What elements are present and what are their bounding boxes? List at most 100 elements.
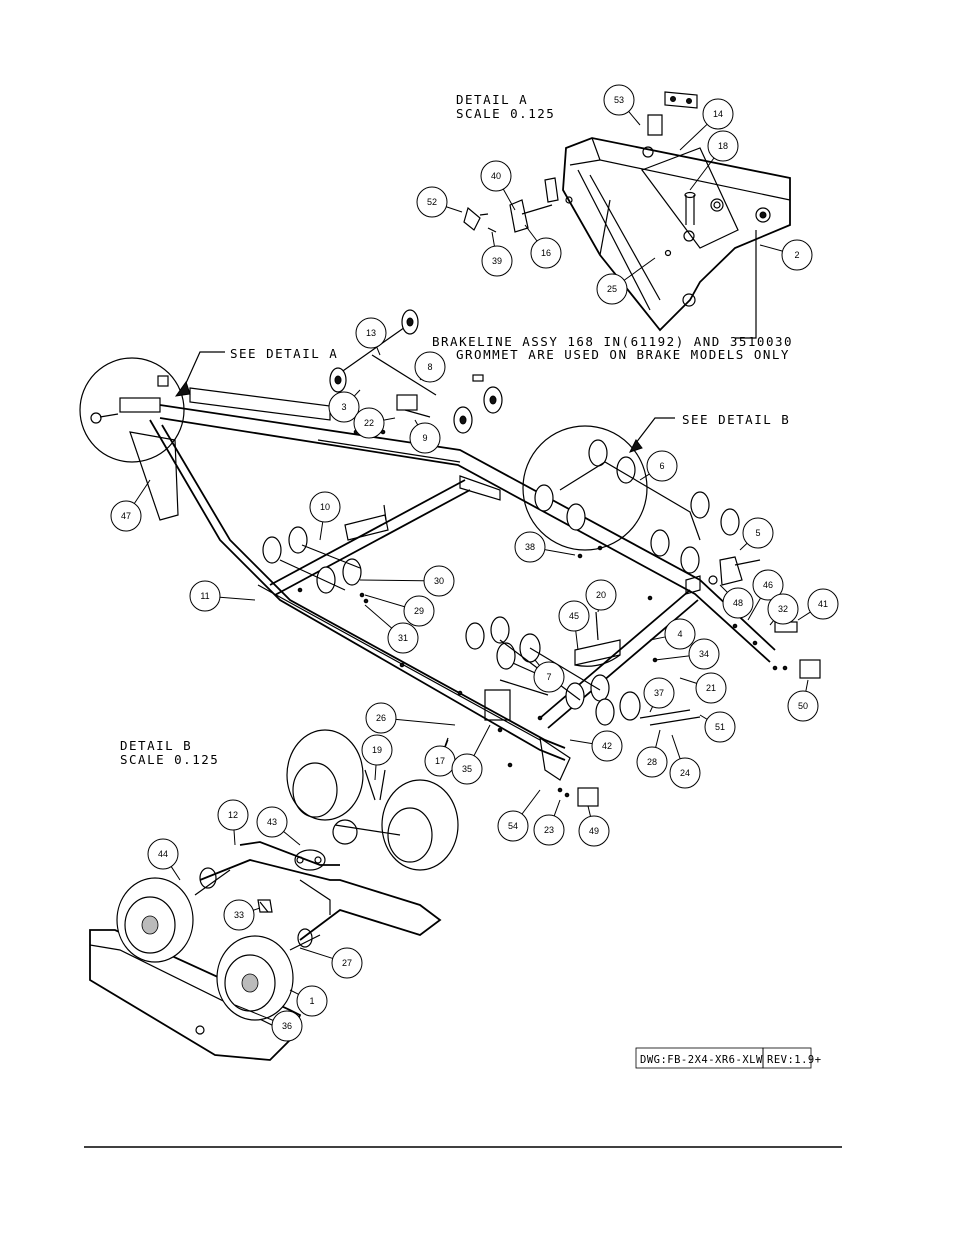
callout-10: 10 bbox=[309, 491, 341, 541]
callout-leader bbox=[283, 831, 301, 846]
callout-circle bbox=[403, 595, 435, 627]
callout-leader bbox=[639, 473, 650, 481]
callout-38: 38 bbox=[514, 531, 576, 563]
callout-leader bbox=[649, 706, 654, 713]
callout-circle bbox=[807, 588, 839, 620]
callout-circle bbox=[688, 638, 720, 670]
callout-number: 49 bbox=[589, 826, 599, 836]
callout-leader bbox=[414, 419, 419, 426]
callout-circle bbox=[147, 838, 179, 870]
callout-7: 7 bbox=[533, 659, 565, 693]
revision: REV:1.9+ bbox=[767, 1054, 822, 1066]
callout-number: 51 bbox=[715, 722, 725, 732]
callout-leader bbox=[364, 594, 405, 608]
callout-leader bbox=[219, 596, 256, 601]
trailer-frame-drawing: SEE DETAIL A bbox=[79, 309, 821, 807]
callout-leader bbox=[671, 734, 681, 759]
callout-number: 42 bbox=[602, 741, 612, 751]
callout-number: 1 bbox=[309, 996, 314, 1006]
detail-b-roller-drawing bbox=[89, 729, 459, 1061]
callout-leader bbox=[699, 714, 708, 720]
callout-circle bbox=[707, 130, 739, 162]
callout-circle bbox=[636, 746, 668, 778]
callout-18: 18 bbox=[689, 130, 739, 191]
callout-circle bbox=[497, 810, 529, 842]
callout-number: 35 bbox=[462, 764, 472, 774]
callout-number: 19 bbox=[372, 745, 382, 755]
callout-12: 12 bbox=[217, 799, 249, 846]
callout-leader bbox=[395, 718, 456, 726]
callout-16: 16 bbox=[524, 224, 562, 269]
callout-number: 43 bbox=[267, 817, 277, 827]
detail-a-scale: SCALE 0.125 bbox=[456, 106, 555, 121]
callout-circle bbox=[603, 84, 635, 116]
callout-number: 21 bbox=[706, 683, 716, 693]
callout-33: 33 bbox=[223, 899, 261, 931]
callout-leader bbox=[299, 947, 333, 959]
callout-number: 53 bbox=[614, 95, 624, 105]
callout-leader bbox=[719, 584, 728, 593]
callout-leader bbox=[446, 206, 463, 213]
callout-leader bbox=[759, 244, 783, 252]
callout-20: 20 bbox=[585, 579, 617, 613]
callout-leader bbox=[353, 389, 361, 397]
see-detail-a-label: SEE DETAIL A bbox=[230, 346, 338, 361]
callout-circle bbox=[189, 580, 221, 612]
callout-leader bbox=[769, 620, 774, 626]
callout-leader bbox=[739, 542, 748, 551]
detail-a-title: DETAIL A bbox=[456, 92, 528, 107]
callout-leader bbox=[376, 346, 381, 356]
callout-circle bbox=[767, 593, 799, 625]
callout-number: 16 bbox=[541, 248, 551, 258]
callout-32: 32 bbox=[767, 593, 799, 626]
callout-26: 26 bbox=[365, 702, 456, 734]
callout-number: 10 bbox=[320, 502, 330, 512]
callout-8: 8 bbox=[414, 351, 446, 383]
callout-51: 51 bbox=[699, 711, 736, 743]
callout-circle bbox=[781, 239, 813, 271]
callout-leader bbox=[491, 231, 495, 247]
callout-number: 32 bbox=[778, 604, 788, 614]
callout-circle bbox=[596, 273, 628, 305]
callout-leader bbox=[319, 521, 324, 541]
callout-number: 7 bbox=[546, 672, 551, 682]
callout-circle bbox=[669, 757, 701, 789]
callout-circle bbox=[110, 500, 142, 532]
callout-11: 11 bbox=[189, 580, 256, 612]
callout-leader bbox=[473, 724, 491, 756]
callout-41: 41 bbox=[797, 588, 839, 621]
callout-number: 30 bbox=[434, 576, 444, 586]
callout-number: 27 bbox=[342, 958, 352, 968]
callout-number: 9 bbox=[422, 433, 427, 443]
callout-49: 49 bbox=[578, 805, 610, 847]
callout-leader bbox=[569, 739, 593, 745]
callout-9: 9 bbox=[409, 419, 441, 454]
dwg-number: DWG:FB-2X4-XR6-XLW bbox=[640, 1054, 763, 1066]
callout-13: 13 bbox=[355, 317, 387, 356]
callout-leader bbox=[359, 579, 425, 582]
callout-leader bbox=[289, 989, 299, 995]
callout-leader bbox=[679, 123, 708, 151]
callout-number: 48 bbox=[733, 598, 743, 608]
callout-number: 22 bbox=[364, 418, 374, 428]
callout-number: 8 bbox=[427, 362, 432, 372]
callout-number: 14 bbox=[713, 109, 723, 119]
callout-number: 26 bbox=[376, 713, 386, 723]
callout-40: 40 bbox=[480, 160, 516, 211]
callout-19: 19 bbox=[361, 734, 393, 781]
callout-number: 37 bbox=[654, 688, 664, 698]
callout-number: 20 bbox=[596, 590, 606, 600]
callout-4: 4 bbox=[649, 618, 696, 650]
callout-circle bbox=[416, 186, 448, 218]
callout-39: 39 bbox=[481, 231, 513, 277]
callout-circle bbox=[217, 799, 249, 831]
callout-number: 12 bbox=[228, 810, 238, 820]
callout-circle bbox=[646, 450, 678, 482]
callout-number: 13 bbox=[366, 328, 376, 338]
callout-circle bbox=[331, 947, 363, 979]
callout-number: 50 bbox=[798, 701, 808, 711]
callout-circle bbox=[722, 587, 754, 619]
callout-number: 34 bbox=[699, 649, 709, 659]
callout-leader bbox=[521, 789, 541, 815]
callout-number: 39 bbox=[492, 256, 502, 266]
